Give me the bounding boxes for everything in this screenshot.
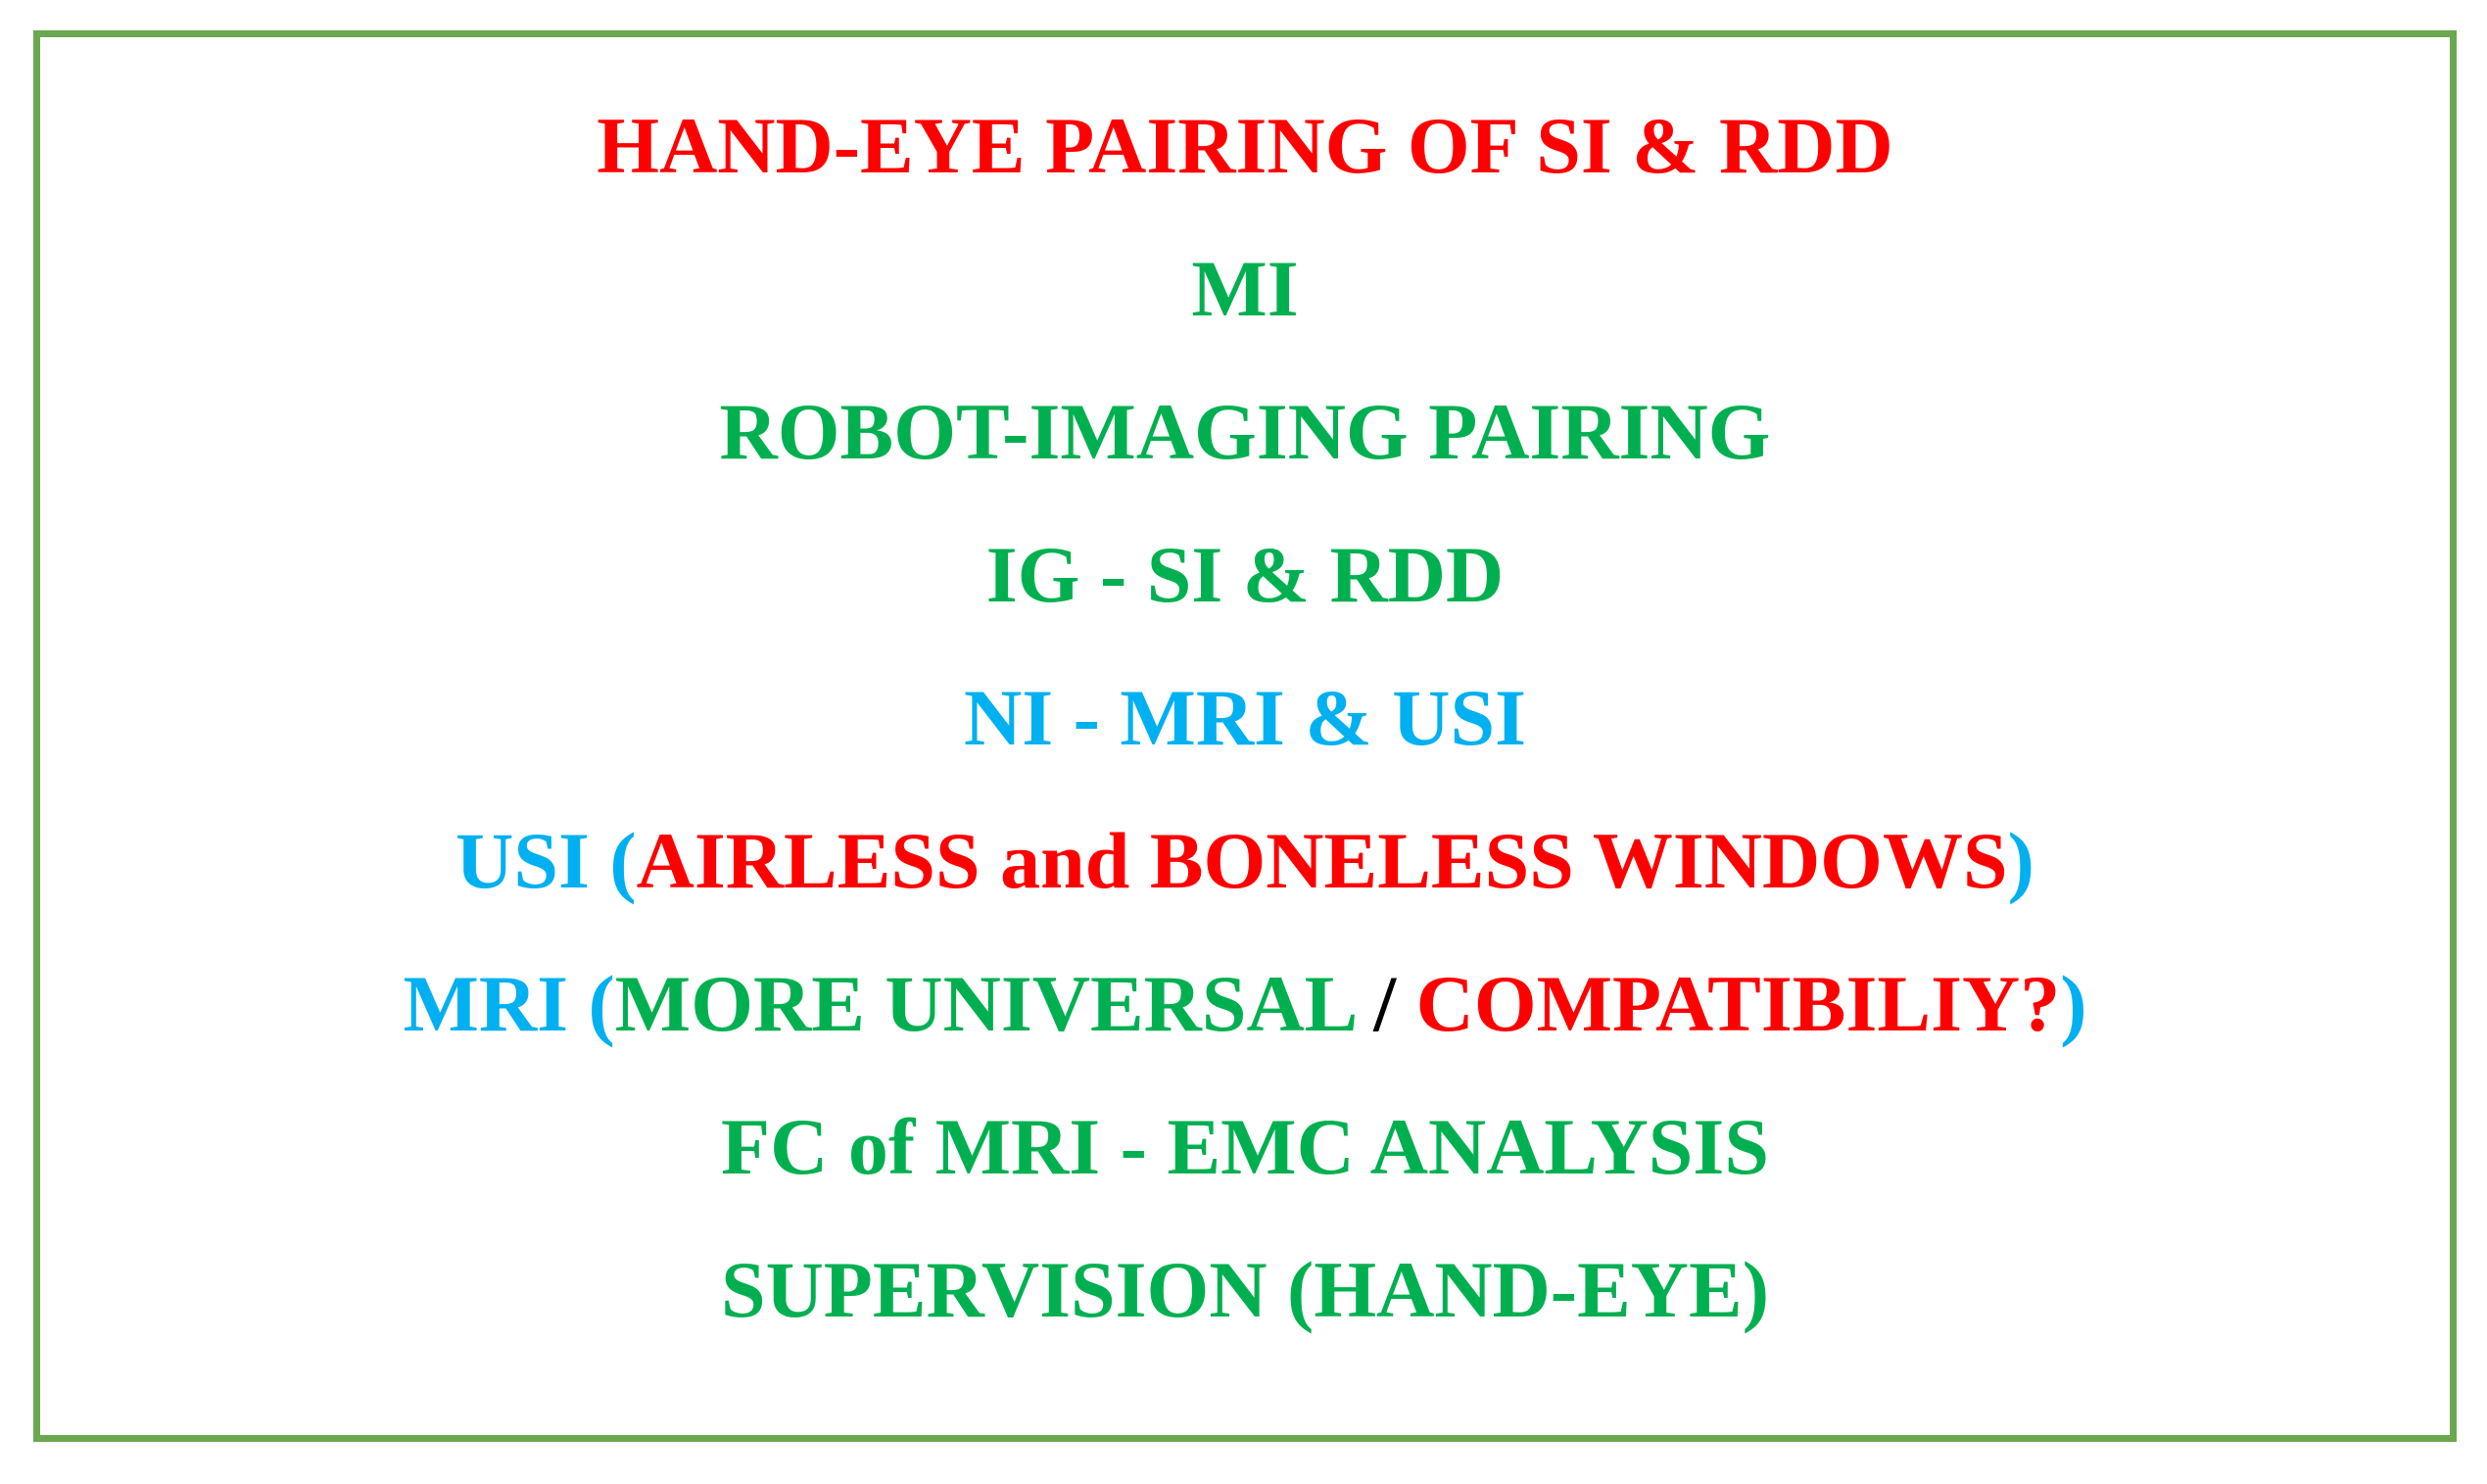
text-segment: ROBOT-IMAGING PAIRING — [719, 387, 1771, 476]
ig-line: IG - SI & RDD — [40, 503, 2450, 646]
robot-imaging-pairing-line: ROBOT-IMAGING PAIRING — [40, 360, 2450, 503]
text-segment: MORE UNIVERSAL — [614, 959, 1354, 1048]
text-segment: MRI ( — [403, 959, 615, 1048]
mri-line: MRI (MORE UNIVERSAL / COMPATIBILIY?) — [40, 933, 2450, 1076]
text-segment: FC of MRI - EMC ANALYSIS — [721, 1102, 1769, 1191]
text-segment: IG - SI & RDD — [985, 530, 1505, 619]
text-segment: SUPERVISION (HAND-EYE) — [720, 1245, 1770, 1334]
usi-line: USI (AIRLESS and BONELESS WINDOWS) — [40, 790, 2450, 933]
ni-line: NI - MRI & USI — [40, 646, 2450, 790]
text-segment: AIRLESS and BONELESS WINDOWS — [636, 816, 2008, 905]
text-segment: NI - MRI & USI — [964, 673, 1526, 762]
text-segment: COMPATIBILIY? — [1415, 959, 2061, 1048]
fc-line: FC of MRI - EMC ANALYSIS — [40, 1076, 2450, 1219]
text-lines: HAND-EYE PAIRING OF SI & RDD MI ROBOT-IMAG… — [40, 74, 2450, 1362]
text-segment: ) — [2007, 816, 2034, 905]
text-segment: ) — [2060, 959, 2087, 1048]
text-segment: USI ( — [455, 816, 637, 905]
supervision-line: SUPERVISION (HAND-EYE) — [40, 1219, 2450, 1362]
text-segment: HAND-EYE PAIRING OF SI & RDD — [597, 101, 1893, 190]
text-segment: / — [1353, 959, 1416, 1048]
diagram-frame: HAND-EYE PAIRING OF SI & RDD MI ROBOT-IMAG… — [33, 30, 2457, 1442]
mi-line: MI — [40, 217, 2450, 360]
title-line: HAND-EYE PAIRING OF SI & RDD — [40, 74, 2450, 217]
text-segment: MI — [1191, 244, 1299, 333]
